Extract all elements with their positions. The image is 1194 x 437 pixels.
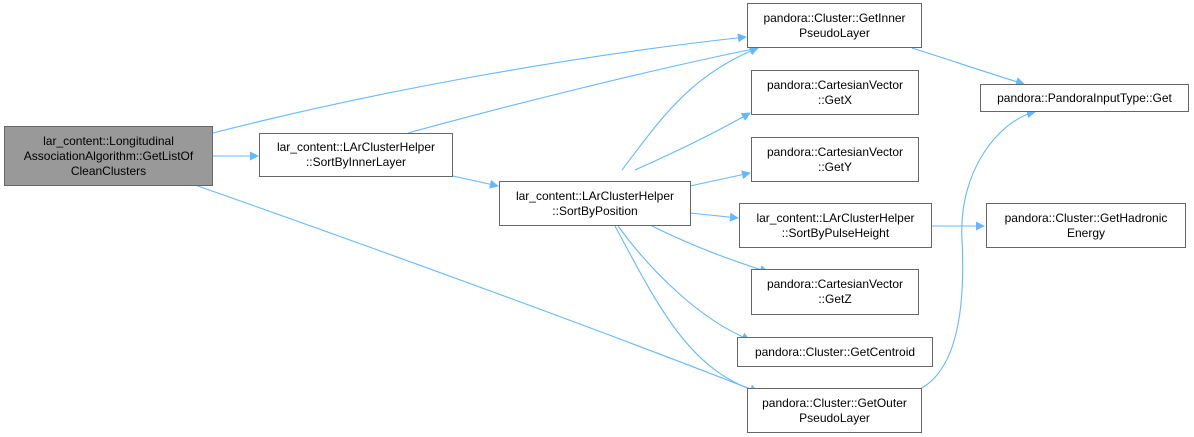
edge-root-to-get-outer-pseudo-layer (194, 184, 759, 394)
edge-sort-by-position-to-get-z (651, 225, 769, 274)
node-get-centroid[interactable]: pandora::Cluster::GetCentroid (737, 337, 933, 367)
edge-sort-by-position-to-get-y (689, 170, 751, 187)
edge-sort-by-inner-layer-to-get-inner-pseudo-layer (407, 45, 759, 134)
node-get-y[interactable]: pandora::CartesianVector ::GetY (751, 137, 919, 182)
node-get-outer-pseudo-layer[interactable]: pandora::Cluster::GetOuter PseudoLayer (747, 388, 922, 433)
edge-sort-by-position-to-get-x (634, 112, 751, 171)
node-sort-by-pulse-height[interactable]: lar_content::LArClusterHelper ::SortByPu… (739, 203, 932, 248)
edge-sort-by-position-to-get-centroid (617, 225, 751, 342)
node-sort-by-position[interactable]: lar_content::LArClusterHelper ::SortByPo… (499, 181, 691, 226)
node-get-inner-pseudo-layer[interactable]: pandora::Cluster::GetInner PseudoLayer (747, 3, 922, 48)
node-get-hadronic-energy[interactable]: pandora::Cluster::GetHadronic Energy (986, 203, 1186, 248)
node-sort-by-inner-layer[interactable]: lar_content::LArClusterHelper ::SortByIn… (259, 133, 453, 177)
node-root-get-list-of-clean-clusters: lar_content::Longitudinal AssociationAlg… (4, 126, 213, 186)
edge-root-to-get-inner-pseudo-layer (212, 33, 747, 134)
edge-sort-by-position-to-get-outer-pseudo-layer (614, 225, 759, 394)
node-get-x[interactable]: pandora::CartesianVector ::GetX (751, 70, 919, 115)
edge-get-outer-pseudo-layer-to-pandora-input-type-get (917, 109, 1036, 391)
node-pandora-input-type-get[interactable]: pandora::PandoraInputType::Get (980, 84, 1189, 112)
edge-sort-by-position-to-sort-by-pulse-height (689, 212, 739, 222)
edge-sort-by-inner-layer-to-sort-by-position (452, 175, 499, 189)
node-get-z[interactable]: pandora::CartesianVector ::GetZ (751, 269, 919, 315)
edge-get-inner-pseudo-layer-to-pandora-input-type-get (911, 47, 1025, 86)
edge-sort-by-position-to-get-inner-pseudo-layer (621, 46, 759, 171)
